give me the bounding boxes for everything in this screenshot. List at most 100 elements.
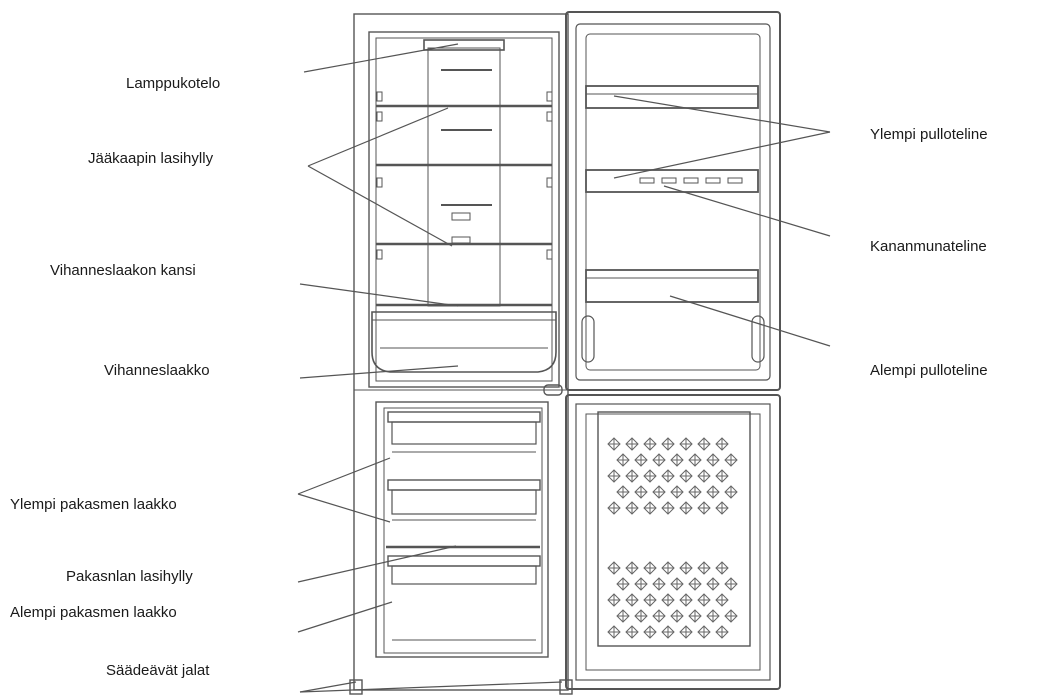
door-pattern-motif: [625, 561, 639, 575]
egg-tray: [639, 177, 743, 184]
label-fridge-glass-shelf: Jääkaapin lasihylly: [88, 150, 214, 167]
door-pattern-motif: [652, 577, 666, 591]
door-pattern-motif: [634, 577, 648, 591]
label-lower-freezer-drawer: Alempi pakasmen laakko: [10, 604, 177, 621]
door-pattern-motif: [625, 469, 639, 483]
label-egg-tray: Kananmunateline: [870, 238, 987, 255]
door-pattern-motif: [670, 577, 684, 591]
door-pattern-motif: [706, 485, 720, 499]
door-pattern-motif: [616, 453, 630, 467]
label-crisper: Vihanneslaakko: [104, 362, 210, 379]
door-pattern-motif: [643, 561, 657, 575]
fridge-glass-shelves: [376, 104, 552, 307]
door-pattern-motif: [715, 625, 729, 639]
door-pattern-motif: [634, 453, 648, 467]
door-pattern-motif: [607, 593, 621, 607]
door-pattern-motif: [715, 561, 729, 575]
door-pattern-motif: [679, 437, 693, 451]
door-pattern-motif: [643, 501, 657, 515]
door-pattern-motif: [670, 485, 684, 499]
door-pattern-motif: [688, 577, 702, 591]
lamp-housing: [423, 39, 505, 51]
door-pattern-motif: [715, 593, 729, 607]
door-pattern-motif: [724, 453, 738, 467]
door-pattern-motif: [634, 609, 648, 623]
door-pattern-motif: [697, 469, 711, 483]
door-pattern-motif: [706, 609, 720, 623]
door-pattern-motif: [661, 501, 675, 515]
label-freezer-glass-shelf: Pakasnlan lasihylly: [66, 568, 193, 585]
door-pattern-motif: [607, 561, 621, 575]
foot-left: [349, 679, 363, 695]
door-pattern-motif: [697, 437, 711, 451]
door-pattern-motif: [679, 561, 693, 575]
door-pattern-motif: [616, 609, 630, 623]
door-pattern-motif: [625, 501, 639, 515]
door-pattern-motif: [661, 437, 675, 451]
door-pattern-motif: [643, 437, 657, 451]
door-pattern-motif: [643, 469, 657, 483]
door-pattern-motif: [661, 469, 675, 483]
door-pattern-motif: [724, 577, 738, 591]
upper-bottle-rack-bottom: [585, 169, 759, 193]
upper-bottle-rack-top: [585, 85, 759, 109]
door-pattern-motif: [607, 469, 621, 483]
door-pattern-motif: [607, 437, 621, 451]
freezer-door-pattern: [607, 437, 738, 639]
cabinet-outline: [353, 13, 569, 691]
door-pattern-motif: [607, 625, 621, 639]
door-pattern-motif: [652, 485, 666, 499]
door-pattern-motif: [643, 625, 657, 639]
door-pattern-motif: [652, 609, 666, 623]
door-pattern-motif: [652, 453, 666, 467]
label-lamp-housing: Lamppukotelo: [126, 75, 221, 92]
door-pattern-motif: [688, 453, 702, 467]
door-pattern-motif: [616, 485, 630, 499]
crisper-drawer: [371, 311, 557, 373]
freezer-compartment: [375, 401, 549, 658]
fridge-door: [565, 11, 781, 391]
door-pattern-motif: [661, 593, 675, 607]
door-pattern-motif: [697, 501, 711, 515]
label-lower-bottle-rack: Alempi pulloteline: [870, 362, 988, 379]
lower-bottle-rack: [585, 269, 759, 303]
door-pattern-motif: [670, 453, 684, 467]
label-crisper-cover: Vihanneslaakon kansi: [50, 262, 196, 279]
door-pattern-motif: [607, 501, 621, 515]
door-pattern-motif: [679, 501, 693, 515]
door-pattern-motif: [634, 485, 648, 499]
leader-lines: [297, 43, 831, 693]
door-pattern-motif: [625, 593, 639, 607]
label-upper-bottle-rack: Ylempi pulloteline: [870, 126, 988, 143]
door-pattern-motif: [679, 625, 693, 639]
door-pattern-motif: [697, 625, 711, 639]
door-pattern-motif: [715, 469, 729, 483]
fridge-cabinet: [349, 13, 573, 695]
door-pattern-motif: [616, 577, 630, 591]
door-pattern-motif: [697, 561, 711, 575]
door-pattern-motif: [643, 593, 657, 607]
door-pattern-motif: [679, 593, 693, 607]
label-upper-freezer-drawer: Ylempi pakasmen laakko: [10, 496, 177, 513]
door-pattern-motif: [688, 485, 702, 499]
door-pattern-motif: [670, 609, 684, 623]
door-pattern-motif: [724, 485, 738, 499]
door-pattern-motif: [661, 625, 675, 639]
fridge-compartment: [368, 31, 560, 388]
door-pattern-motif: [697, 593, 711, 607]
door-pattern-motif: [706, 453, 720, 467]
door-pattern-motif: [715, 437, 729, 451]
door-pattern-motif: [688, 609, 702, 623]
door-pattern-motif: [724, 609, 738, 623]
door-pattern-motif: [706, 577, 720, 591]
door-pattern-motif: [715, 501, 729, 515]
air-duct: [427, 47, 501, 307]
freezer-door: [565, 394, 781, 690]
door-pattern-motif: [625, 625, 639, 639]
door-pattern-motif: [679, 469, 693, 483]
door-pattern-motif: [625, 437, 639, 451]
label-adjustable-feet: Säädeävät jalat: [106, 662, 210, 679]
door-pattern-motif: [661, 561, 675, 575]
